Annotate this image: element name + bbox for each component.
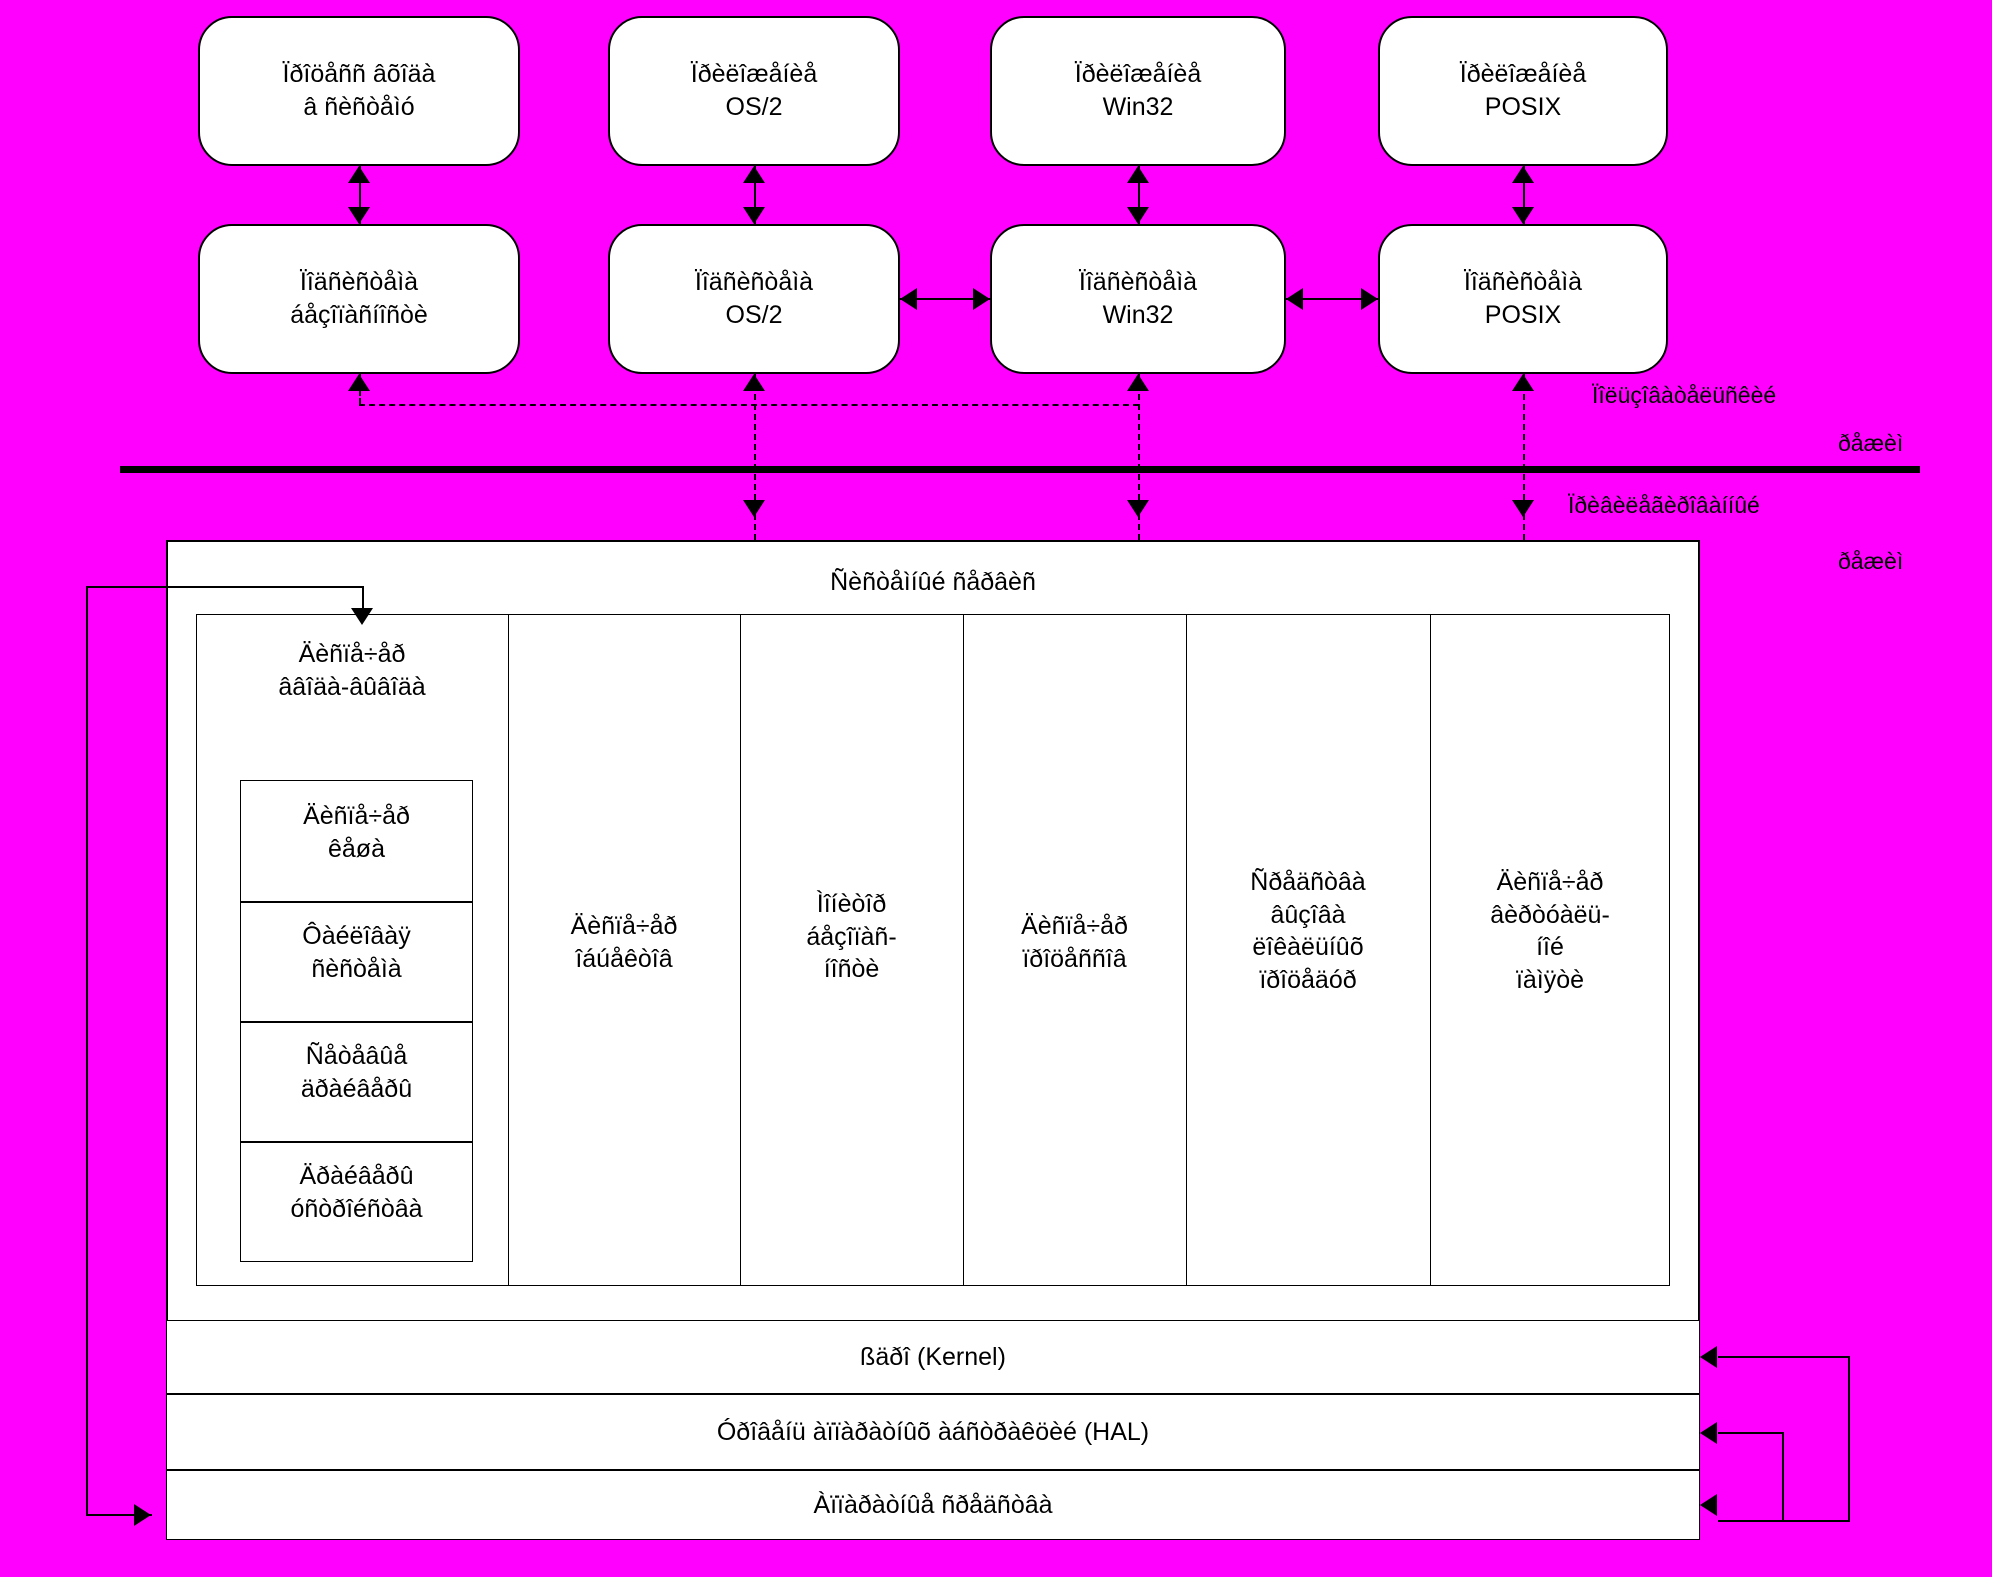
arrow-into-hal-bar xyxy=(1700,1422,1717,1444)
subsystem-box-os2-line2: OS/2 xyxy=(725,301,783,329)
arrow-down-win32-executive xyxy=(1127,500,1149,517)
subsystem-box-posix-line1: Ïîäñèñòåìà xyxy=(1463,268,1583,296)
loop-right-outer-vertical xyxy=(1848,1356,1850,1520)
io-subbox-filesystem[interactable] xyxy=(240,902,473,1022)
arrow-up-posix-subsystem xyxy=(1512,374,1534,391)
app-box-win32[interactable]: Ïðèëîæåíèå Win32 xyxy=(990,16,1286,166)
subsystem-box-win32-line2: Win32 xyxy=(1102,301,1174,329)
arrow-left-sub-win32 xyxy=(1286,288,1303,310)
hardware-bar[interactable] xyxy=(166,1470,1700,1540)
arrow-down-app-2 xyxy=(743,207,765,224)
app-box-logon-line2: â ñèñòåìó xyxy=(303,93,415,121)
arrow-right-sub-win32 xyxy=(973,288,990,310)
arrow-down-app-4 xyxy=(1512,207,1534,224)
app-box-logon-line1: Ïðîöåññ âõîäà xyxy=(282,60,436,88)
arrow-down-os2-executive xyxy=(743,500,765,517)
arrow-up-security-subsystem xyxy=(348,374,370,391)
drop-posix-executive xyxy=(1523,374,1525,540)
loop-left-top xyxy=(86,586,364,588)
arrow-up-win32-subsystem xyxy=(1127,374,1149,391)
arrow-down-posix-executive xyxy=(1512,500,1534,517)
user-kernel-divider xyxy=(120,466,1920,473)
io-subbox-device-drivers[interactable] xyxy=(240,1142,473,1262)
subsystem-box-security-line2: áåçîïàñíîñòè xyxy=(290,301,428,329)
subsystem-box-security-line1: Ïîäñèñòåìà xyxy=(299,268,419,296)
arrow-up-app-2 xyxy=(743,166,765,183)
column-divider-2 xyxy=(740,614,741,1286)
connector-app-subsystem-2 xyxy=(754,166,756,224)
app-box-posix-line2: POSIX xyxy=(1484,93,1562,121)
loop-right-top xyxy=(1718,1356,1850,1358)
arrow-down-app-1 xyxy=(348,207,370,224)
connector-app-subsystem-3 xyxy=(1138,166,1140,224)
arrow-loop-left-into-io xyxy=(351,608,373,625)
label-kernel-mode-line1: Ïðèâèëåãèðîâàííûé xyxy=(1568,492,1760,518)
drop-win32-executive xyxy=(1138,374,1140,540)
loop-right-hal-stub xyxy=(1718,1432,1784,1434)
rail-security-win32 xyxy=(359,404,1139,406)
arrow-down-app-3 xyxy=(1127,207,1149,224)
loop-right-bottom xyxy=(1718,1520,1850,1522)
connector-app-subsystem-4 xyxy=(1523,166,1525,224)
arrow-up-app-4 xyxy=(1512,166,1534,183)
hal-bar[interactable] xyxy=(166,1394,1700,1470)
loop-left-vertical xyxy=(86,586,88,1514)
column-divider-1 xyxy=(508,614,509,1286)
app-box-logon[interactable]: Ïðîöåññ âõîäà â ñèñòåìó xyxy=(198,16,520,166)
arrow-left-sub-os2 xyxy=(900,288,917,310)
subsystem-box-os2[interactable]: Ïîäñèñòåìà OS/2 xyxy=(608,224,900,374)
arrow-up-app-3 xyxy=(1127,166,1149,183)
column-divider-5 xyxy=(1430,614,1431,1286)
loop-left-down-into-io xyxy=(362,586,364,618)
loop-right-mid-vertical xyxy=(1782,1432,1784,1520)
label-user-mode-line1: Ïîëüçîâàòåëüñêèé xyxy=(1592,382,1777,408)
connector-app-subsystem-1 xyxy=(359,166,361,224)
app-box-win32-line2: Win32 xyxy=(1102,93,1174,121)
app-box-posix[interactable]: Ïðèëîæåíèå POSIX xyxy=(1378,16,1668,166)
app-box-posix-line1: Ïðèëîæåíèå xyxy=(1459,60,1587,88)
app-box-os2-line2: OS/2 xyxy=(725,93,783,121)
arrow-up-os2-subsystem xyxy=(743,374,765,391)
io-subbox-cache[interactable] xyxy=(240,780,473,902)
subsystem-box-posix-line2: POSIX xyxy=(1484,301,1562,329)
kernel-bar[interactable] xyxy=(166,1320,1700,1394)
app-box-os2-line1: Ïðèëîæåíèå xyxy=(690,60,818,88)
loop-left-bottom xyxy=(86,1514,152,1516)
column-divider-3 xyxy=(963,614,964,1286)
app-box-os2[interactable]: Ïðèëîæåíèå OS/2 xyxy=(608,16,900,166)
arrow-loop-left-into-hardware xyxy=(134,1504,151,1526)
connector-subsystem-os2-win32 xyxy=(900,298,990,300)
connector-subsystem-win32-posix xyxy=(1286,298,1378,300)
arrow-right-sub-posix xyxy=(1361,288,1378,310)
io-subbox-network-drivers[interactable] xyxy=(240,1022,473,1142)
subsystem-box-posix[interactable]: Ïîäñèñòåìà POSIX xyxy=(1378,224,1668,374)
app-box-win32-line1: Ïðèëîæåíèå xyxy=(1074,60,1202,88)
label-user-mode-line2: ðåæèì xyxy=(1838,430,1904,456)
column-divider-4 xyxy=(1186,614,1187,1286)
label-kernel-mode-line2: ðåæèì xyxy=(1838,548,1904,574)
subsystem-box-win32-line1: Ïîäñèñòåìà xyxy=(1078,268,1198,296)
arrow-up-app-1 xyxy=(348,166,370,183)
arrow-into-hardware-bar xyxy=(1700,1494,1717,1516)
subsystem-box-win32[interactable]: Ïîäñèñòåìà Win32 xyxy=(990,224,1286,374)
subsystem-box-security[interactable]: Ïîäñèñòåìà áåçîïàñíîñòè xyxy=(198,224,520,374)
subsystem-box-os2-line1: Ïîäñèñòåìà xyxy=(694,268,814,296)
arrow-into-kernel-bar xyxy=(1700,1346,1717,1368)
drop-os2-executive xyxy=(754,374,756,540)
